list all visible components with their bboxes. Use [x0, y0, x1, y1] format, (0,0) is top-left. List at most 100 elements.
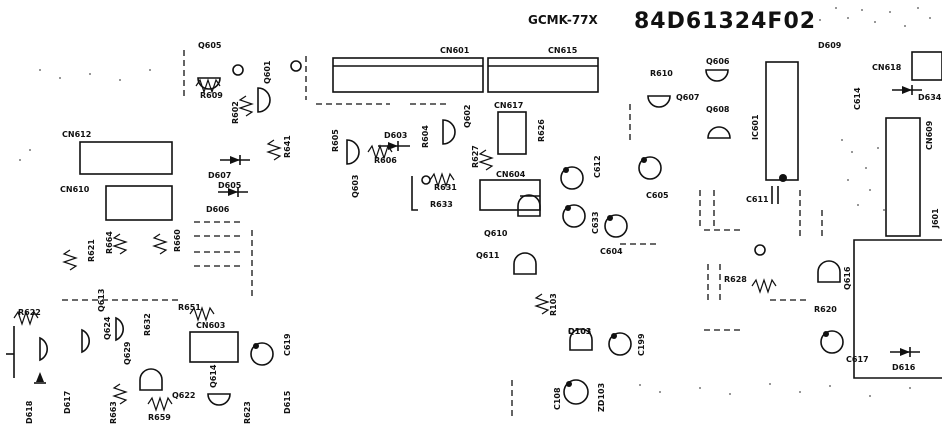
q608-label: Q608: [706, 105, 730, 114]
d103-label: D103: [568, 327, 591, 336]
resistor-r627-symbol: [478, 149, 494, 171]
transistor-q629: [39, 336, 48, 362]
q622-label: Q622: [172, 391, 196, 400]
cn601-label: CN601: [440, 46, 470, 55]
d618-label: D618: [25, 400, 34, 424]
c614-label: C614: [853, 87, 862, 110]
r622-label: R622: [18, 308, 41, 317]
diode-d634-symbol: [892, 85, 922, 95]
transistor-q624: [115, 316, 124, 342]
transistor-q614: [207, 393, 231, 406]
transistor-q608: [707, 126, 731, 139]
d607-label: D607: [208, 171, 231, 180]
model-label: GCMK-77X: [528, 13, 599, 27]
j601-label: J601: [931, 208, 940, 229]
resistor-r103-symbol: [534, 293, 550, 315]
connector-cn615: [487, 57, 599, 93]
d605-label: D605: [218, 181, 242, 190]
transistor-q603: [346, 139, 360, 165]
c605-label: C605: [646, 191, 669, 200]
q603-label: Q603: [351, 175, 360, 199]
q616-label: Q616: [843, 266, 852, 290]
cn618-label: CN618: [872, 63, 902, 72]
connector-cn604: [479, 179, 541, 211]
dashed-footprints: [62, 50, 823, 420]
r631-label: R631: [434, 183, 457, 192]
q605-label: Q605: [198, 41, 222, 50]
traces: [6, 60, 766, 378]
diode-d605-symbol: [218, 187, 248, 197]
connector-cn612: [79, 141, 173, 175]
transistor-q611: [513, 252, 537, 275]
diode-d607-symbol: [220, 155, 250, 165]
resistor-r651-symbol: [189, 306, 215, 322]
r610-label: R610: [650, 69, 673, 78]
q607-label: Q607: [676, 93, 700, 102]
q624-label: Q624: [103, 316, 112, 340]
part-number: 84D61324F02: [634, 9, 816, 34]
transistor-q616: [817, 260, 841, 283]
q613-label: Q613: [97, 289, 106, 313]
r659-label: R659: [148, 413, 171, 422]
c617-label: C617: [846, 355, 869, 364]
resistor-r602-symbol: [238, 95, 254, 117]
cap-c108-symbol: [563, 379, 589, 405]
d617-label: D617: [63, 391, 72, 414]
transistor-q606: [705, 69, 729, 82]
resistor-r664-symbol: [112, 233, 128, 255]
connector-cn609: [885, 117, 921, 237]
cn617-label: CN617: [494, 101, 523, 110]
c612-label: C612: [593, 155, 602, 178]
ic601-body: [765, 61, 799, 181]
r605-label: R605: [331, 129, 340, 152]
r103-label: R103: [549, 293, 558, 316]
transistor-q601: [257, 87, 271, 113]
q611-label: Q611: [476, 251, 500, 260]
cn610-label: CN610: [60, 185, 90, 194]
cap-c611-symbol: [771, 186, 779, 204]
cn612-label: CN612: [62, 130, 91, 139]
resistor-r628-symbol: [751, 278, 777, 294]
d609-label: D609: [818, 41, 842, 50]
transistor-q602: [442, 119, 456, 145]
c108-label: C108: [553, 387, 562, 410]
diode-d616-symbol: [890, 347, 920, 357]
cap-c619-symbol: [250, 342, 274, 366]
cn604-label: CN604: [496, 170, 526, 179]
ic601-pin1-marker: [779, 174, 787, 182]
r651-label: R651: [178, 303, 201, 312]
d603-label: D603: [384, 131, 407, 140]
q606-label: Q606: [706, 57, 730, 66]
transistor-q101: [569, 328, 593, 351]
r628-label: R628: [724, 275, 747, 284]
c619-label: C619: [283, 333, 292, 356]
q610-label: Q610: [484, 229, 508, 238]
cn615-label: CN615: [548, 46, 578, 55]
d615-label: D615: [283, 390, 292, 414]
r641-label: R641: [283, 135, 292, 158]
r633-label: R633: [430, 200, 453, 209]
jack-j601-outline: [853, 239, 942, 379]
connector-cn618: [911, 51, 942, 81]
c611-label: C611: [746, 195, 769, 204]
r609-label: R609: [200, 91, 223, 100]
c633-label: C633: [591, 211, 600, 234]
scan-noise: [19, 7, 931, 397]
q101-label: Q101: [568, 327, 592, 336]
c604-label: C604: [600, 247, 623, 256]
d606-label: D606: [206, 205, 230, 214]
r663-label: R663: [109, 401, 118, 424]
resistor-r631-symbol: [429, 172, 455, 188]
resistor-r609-symbol: [195, 78, 221, 94]
resistor-r660-symbol: [152, 233, 168, 255]
q601-label: Q601: [263, 60, 272, 84]
r604-label: R604: [421, 125, 430, 148]
diode-d603-symbol: [378, 141, 410, 151]
cn603-label: CN603: [196, 321, 225, 330]
resistor-r663-symbol: [112, 383, 128, 405]
r627-label: R627: [471, 145, 480, 168]
r606-label: R606: [374, 156, 397, 165]
ic601-label: IC601: [751, 114, 760, 140]
q614-label: Q614: [209, 364, 218, 388]
